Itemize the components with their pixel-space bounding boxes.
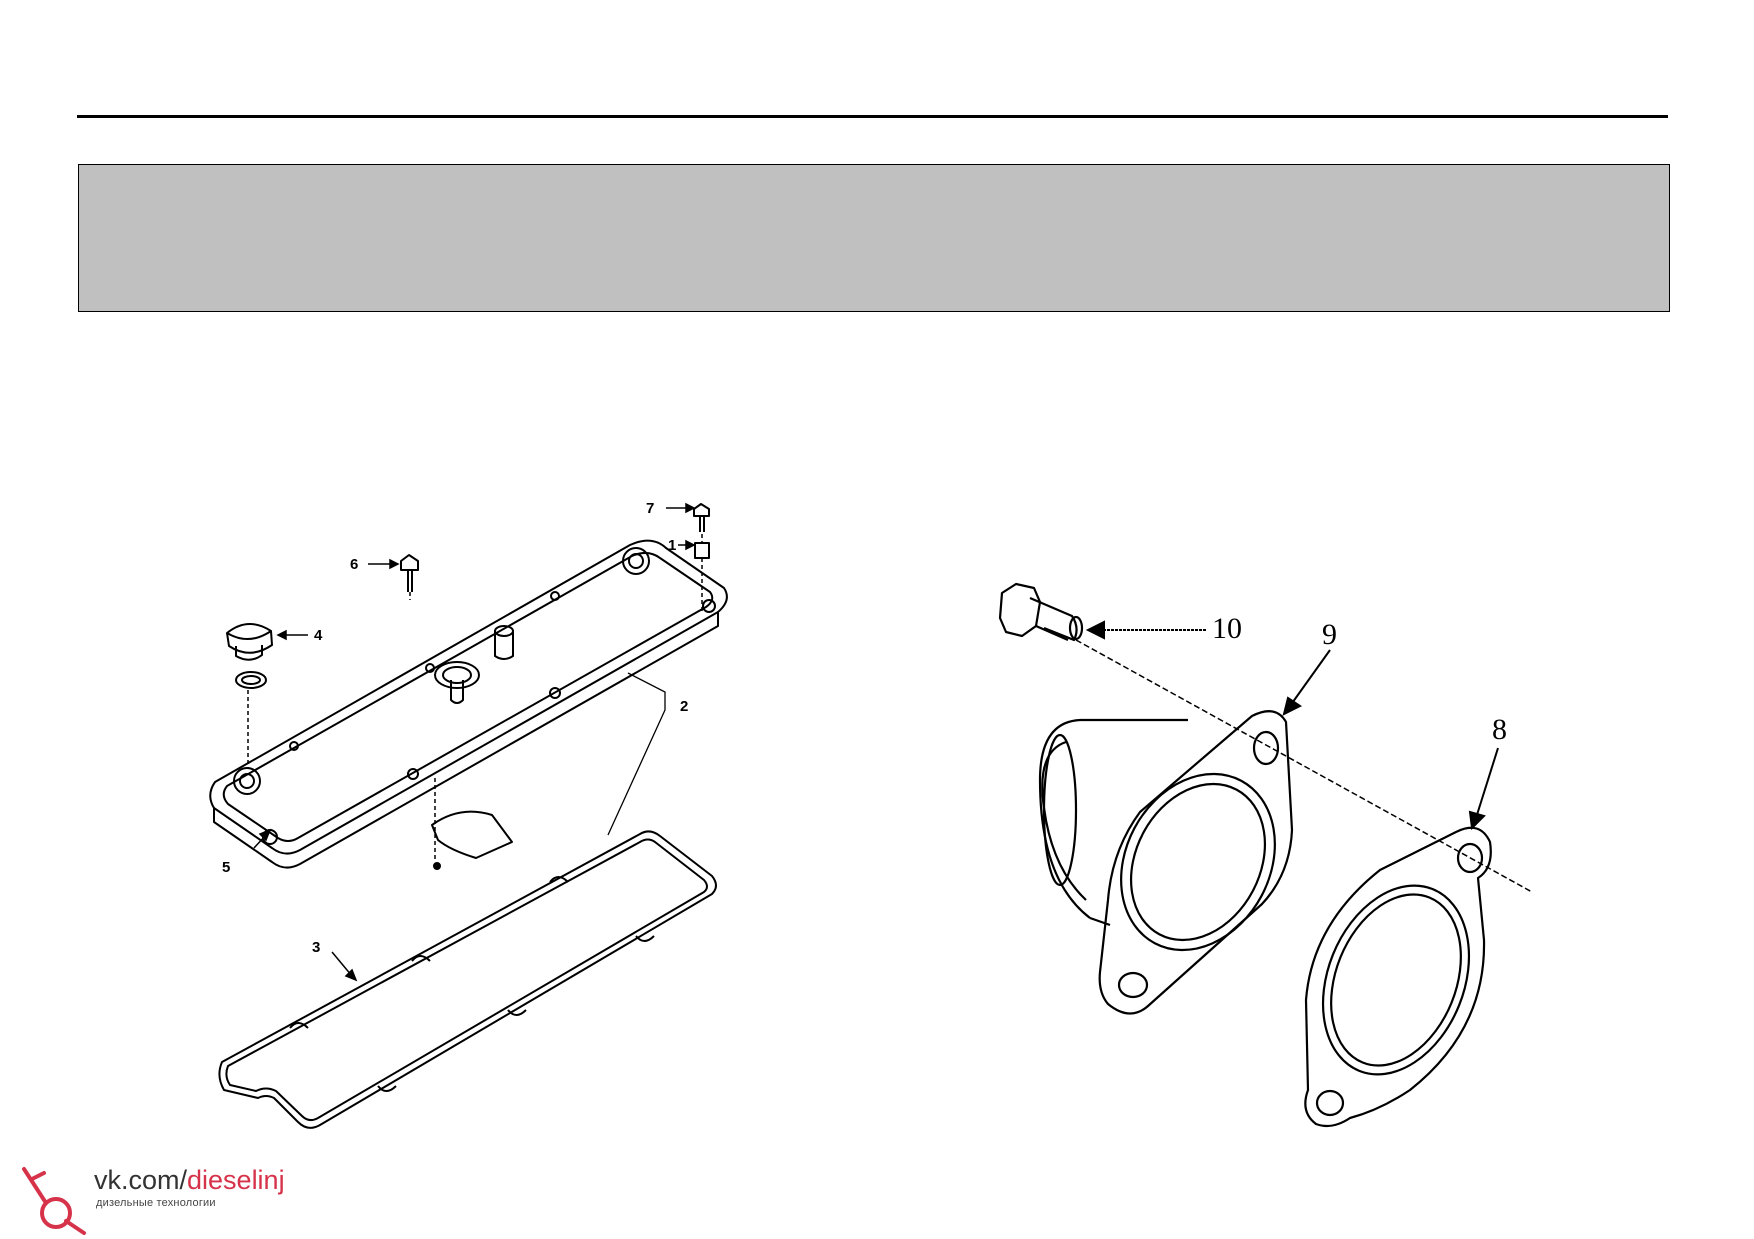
header-band (78, 164, 1670, 312)
watermark-prefix: vk.com/ (94, 1165, 188, 1195)
watermark-subtitle: дизельные технологии (96, 1197, 216, 1209)
callout-2: 2 (680, 698, 688, 715)
top-rule (77, 115, 1668, 118)
callout-4: 4 (314, 627, 323, 644)
callout-6: 6 (350, 556, 358, 573)
valve-cover-diagram: 7 1 6 4 2 5 3 (209, 500, 728, 1129)
watermark-url: vk.com/dieselinj (94, 1163, 285, 1197)
callout-10: 10 (1212, 612, 1242, 645)
callout-5: 5 (222, 859, 230, 876)
watermark-accent: dieselinj (187, 1165, 285, 1195)
callout-7: 7 (646, 500, 654, 517)
callout-1: 1 (668, 537, 676, 554)
watermark: vk.com/dieselinj дизельные технологии (14, 1163, 314, 1235)
injector-logo-icon (22, 1167, 86, 1235)
callout-9: 9 (1322, 618, 1337, 651)
callout-3: 3 (312, 939, 320, 956)
callout-8: 8 (1492, 713, 1507, 746)
